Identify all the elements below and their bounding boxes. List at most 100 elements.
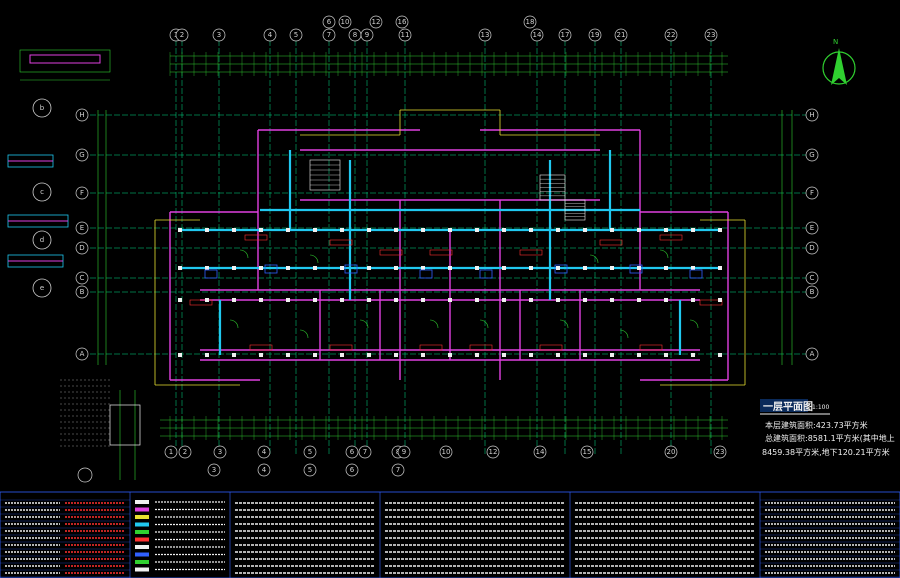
axis-bubble-label: 22 [667,31,676,39]
axis-bubble-left: D [75,241,89,255]
axis-bubble-circle [614,28,628,42]
axis-bubble-circle [704,28,718,42]
axis-bubble-bottom: 1 [164,445,178,459]
axis-bubble-circle [664,28,678,42]
axis-bubble-bottom: 14 [533,445,547,459]
axis-bubble-circle [805,347,819,361]
axis-bubble-label: 14 [536,448,545,456]
fixture [554,264,568,274]
column-marker [637,298,641,302]
room-label-box [639,344,663,351]
column-marker [232,353,236,357]
detail-circle [77,467,93,483]
axis-bubble-label: G [809,151,814,159]
axis-bubble-circle [533,445,547,459]
axis-bubble-label: 12 [372,18,381,26]
axis-bubble-circle [805,271,819,285]
column-marker [556,298,560,302]
axis-bubble-circle [75,347,89,361]
axis-bubble-circle [164,445,178,459]
axis-bubble-bottom: 4 [257,445,271,459]
column-marker [259,266,263,270]
north-arrow-label: N [833,38,838,46]
door-swing [689,319,699,329]
axis-bubble-label: 21 [617,31,626,39]
axis-bubble-circle [558,28,572,42]
axis-bubble-circle [439,445,453,459]
door-swing [239,249,249,259]
axis-bubble-bottom-2: 7 [391,463,405,477]
detail-wall [29,54,101,64]
legend-swatch [135,515,149,519]
detail-circle [32,182,52,202]
column-marker [610,353,614,357]
fixture [204,269,218,279]
axis-bubble-left: G [75,148,89,162]
column-marker [367,353,371,357]
column-marker [529,353,533,357]
axis-bubble-label: D [79,244,84,252]
column-marker [583,353,587,357]
detail-label-bubble: e [32,278,52,298]
column-marker [691,266,695,270]
room-label-box [659,234,683,241]
axis-bubble-label: 6 [350,466,355,474]
axis-bubble-circle [805,285,819,299]
axis-bubble-label: 18 [526,18,535,26]
axis-bubble-circle [478,28,492,42]
column-marker [421,298,425,302]
column-marker [178,266,182,270]
axis-bubble-top: 3 [212,28,226,42]
axis-bubble-label: 19 [591,31,600,39]
axis-bubble-top-extra: 12 [369,15,383,29]
column-marker [529,266,533,270]
axis-bubble-circle [75,285,89,299]
door-swing [659,249,669,259]
axis-bubble-circle [257,445,271,459]
axis-bubble-circle [397,445,411,459]
column-marker [421,266,425,270]
door-swing [359,319,369,329]
axis-bubble-top: 19 [588,28,602,42]
column-marker [475,266,479,270]
axis-bubble-circle [530,28,544,42]
plan-area-line-2: 总建筑面积:8581.1平方米(其中地上 [765,433,895,443]
column-marker [664,353,668,357]
axis-bubble-label: 8 [353,31,357,39]
axis-bubble-label: 5 [308,466,312,474]
axis-bubble-label: 11 [401,31,410,39]
column-marker [529,298,533,302]
column-marker [259,228,263,232]
column-marker [610,266,614,270]
axis-bubble-label: 2 [180,31,184,39]
axis-bubble-label: A [810,350,815,358]
door-swing [429,319,439,329]
column-marker [556,353,560,357]
column-marker [313,228,317,232]
column-marker [556,266,560,270]
axis-bubble-bottom: 15 [580,445,594,459]
axis-bubble-label: 12 [489,448,498,456]
axis-bubble-circle [178,445,192,459]
room-label-box [699,299,723,306]
axis-bubble-right: E [805,221,819,235]
column-marker [718,298,722,302]
axis-bubble-circle [523,15,537,29]
column-marker [340,353,344,357]
axis-bubble-label: C [80,274,85,282]
axis-bubble-bottom-2: 5 [303,463,317,477]
detail-label: c [40,188,44,196]
door-swing [619,329,629,339]
axis-bubble-circle [805,108,819,122]
column-marker [718,353,722,357]
axis-bubble-right: A [805,347,819,361]
axis-bubble-top: 8 [348,28,362,42]
axis-bubble-top-extra: 6 [322,15,336,29]
fixture [689,269,703,279]
axis-bubble-label: 2 [183,448,187,456]
axis-bubble-circle [212,28,226,42]
column-marker [448,353,452,357]
axis-bubble-label: 1 [169,448,173,456]
column-marker [421,353,425,357]
